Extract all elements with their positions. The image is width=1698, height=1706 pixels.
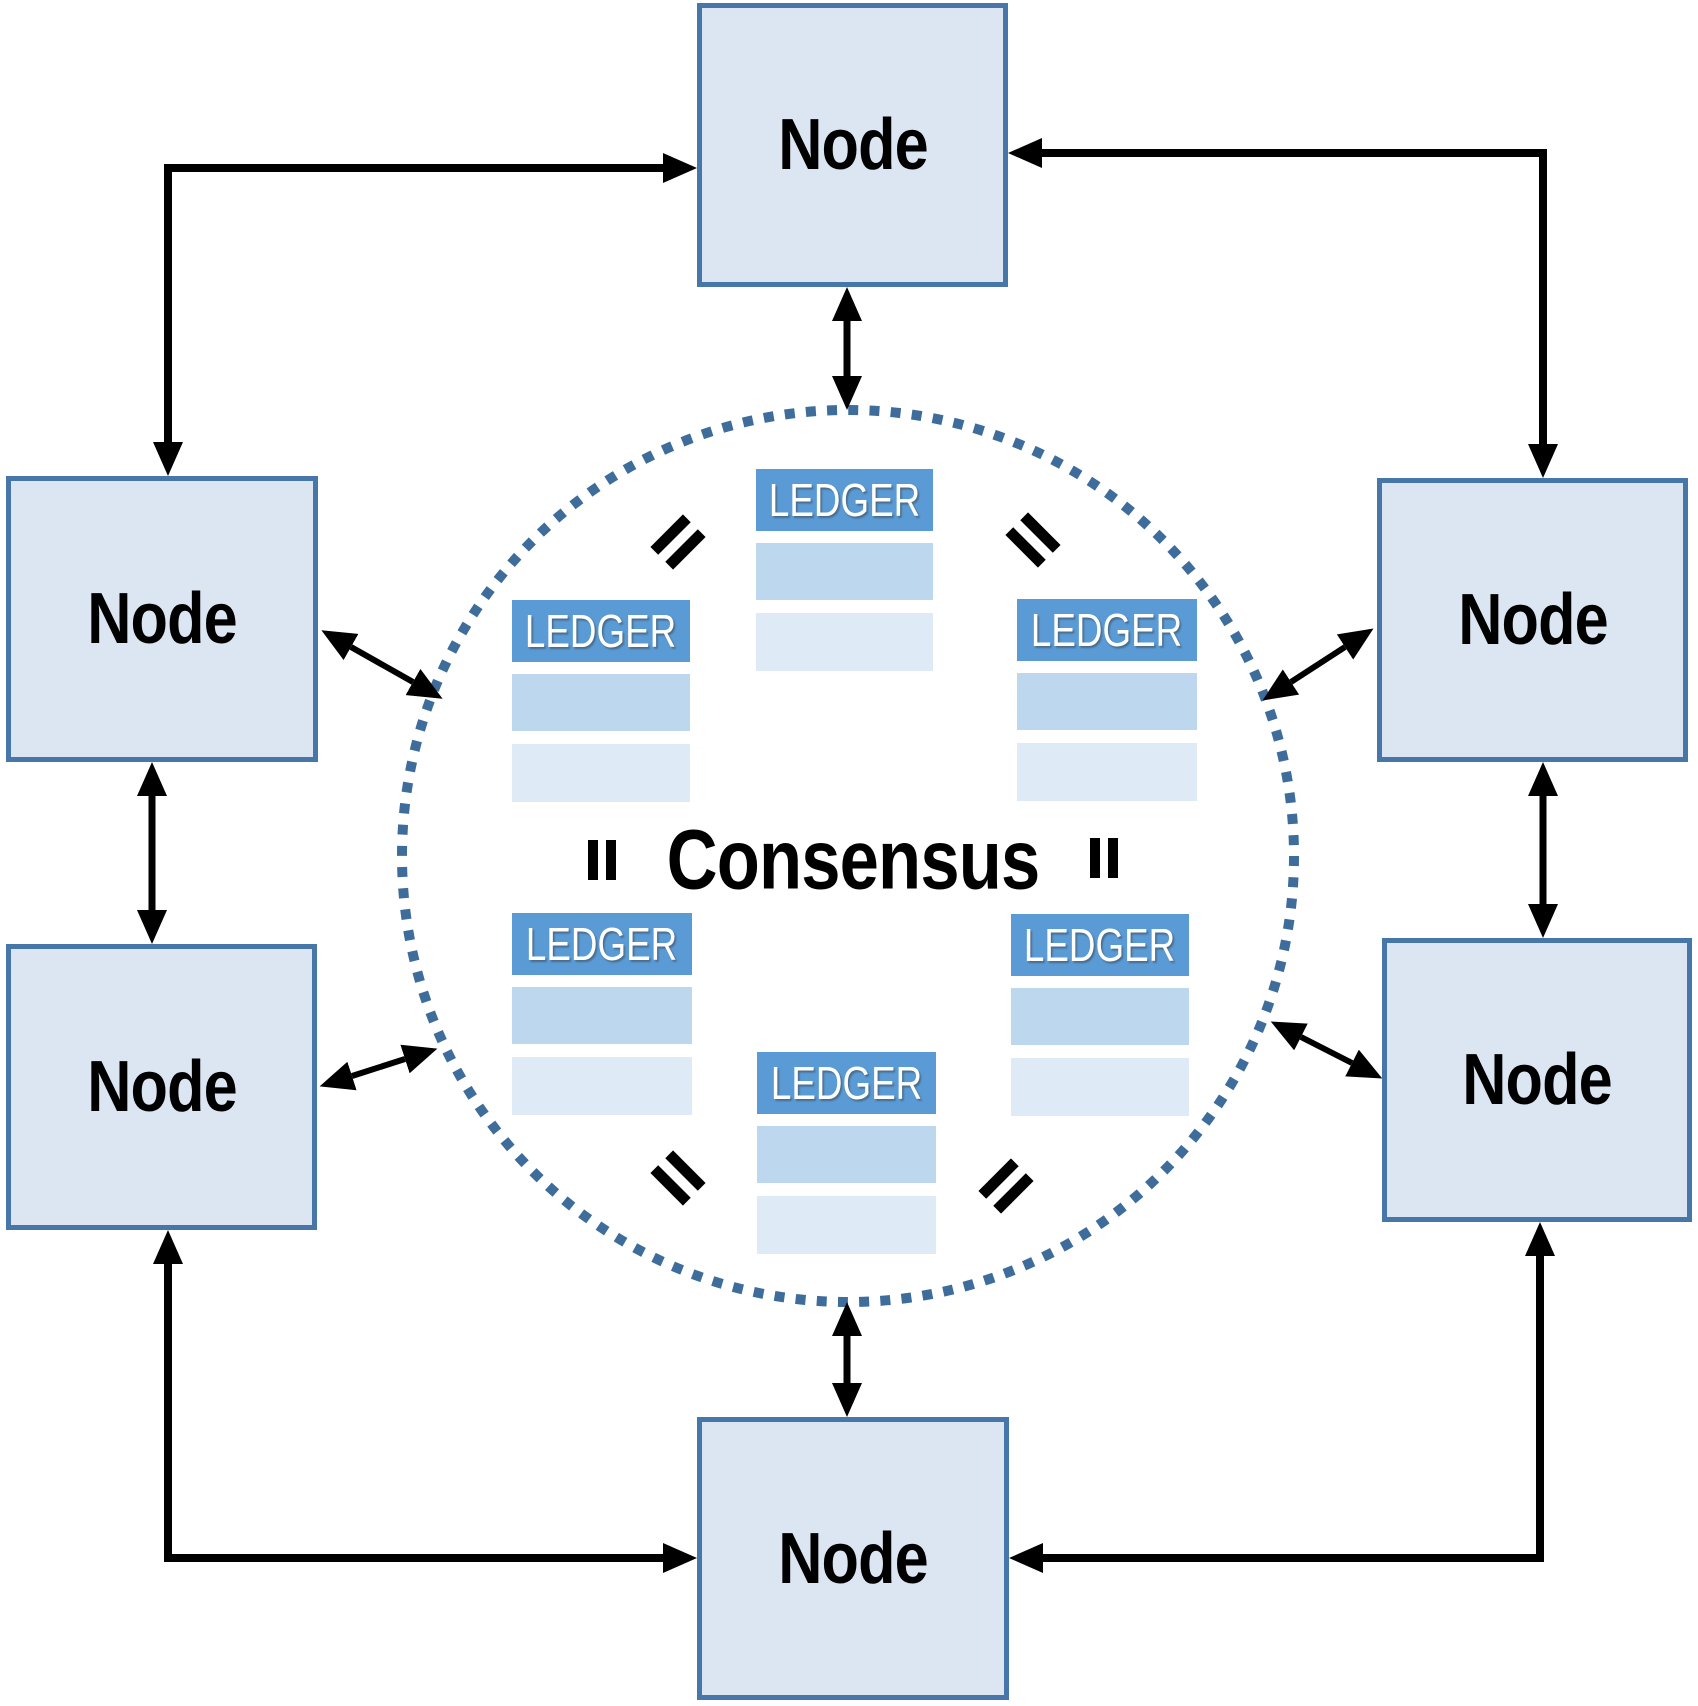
- ledger-lower-right: LEDGER: [1011, 914, 1189, 1129]
- equals-icon-mid-left: [588, 840, 616, 880]
- ledger-upper-left: LEDGER: [512, 600, 690, 815]
- ledger-title: LEDGER: [1031, 604, 1183, 656]
- node-label: Node: [1457, 580, 1608, 660]
- arrow-upper-right-node-to-circle: [1262, 628, 1374, 701]
- arrow-elbow-bottom-right: [1009, 1222, 1555, 1573]
- ledger-header: LEDGER: [756, 469, 933, 531]
- ledger-lower-left: LEDGER: [512, 913, 692, 1128]
- node-left-lower: Node: [6, 944, 317, 1230]
- ledger-row: [756, 613, 933, 671]
- ledger-row: [1017, 673, 1197, 730]
- ledger-row: [512, 744, 690, 802]
- ledger-upper-right: LEDGER: [1017, 599, 1197, 814]
- node-left-upper: Node: [6, 476, 318, 762]
- node-right-lower: Node: [1382, 938, 1692, 1222]
- equals-icon-bottom-left: [650, 1150, 705, 1205]
- node-top: Node: [697, 3, 1008, 287]
- ledger-title: LEDGER: [768, 474, 921, 526]
- equals-icon-mid-right: [1090, 838, 1118, 878]
- arrow-lower-left-node-to-circle: [319, 1044, 438, 1091]
- node-label: Node: [87, 579, 237, 659]
- arrow-elbow-top-right: [1008, 138, 1558, 478]
- ledger-top: LEDGER: [756, 469, 933, 684]
- ledger-header: LEDGER: [1017, 599, 1197, 661]
- ledger-row: [1017, 743, 1197, 801]
- ledger-title: LEDGER: [1024, 919, 1176, 971]
- ledger-row: [512, 1057, 692, 1115]
- equals-icon-bottom-right: [978, 1158, 1033, 1213]
- node-label: Node: [778, 1518, 928, 1599]
- equals-icon-top-right: [1005, 512, 1060, 567]
- ledger-title: LEDGER: [770, 1057, 923, 1109]
- ledger-bottom: LEDGER: [757, 1052, 936, 1267]
- ledger-row: [757, 1196, 936, 1254]
- arrow-upper-left-node-to-circle: [321, 630, 443, 699]
- equals-icon-top-left: [650, 514, 705, 569]
- ledger-header: LEDGER: [512, 913, 692, 975]
- ledger-row: [756, 543, 933, 600]
- arrow-elbow-top-left: [153, 153, 697, 476]
- ledger-row: [512, 674, 690, 731]
- node-right-upper: Node: [1377, 478, 1688, 762]
- ledger-row: [512, 987, 692, 1044]
- ledger-title: LEDGER: [526, 918, 678, 970]
- arrow-elbow-bottom-left: [153, 1230, 697, 1573]
- ledger-row: [757, 1126, 936, 1183]
- ledger-row: [1011, 1058, 1189, 1116]
- node-bottom: Node: [697, 1417, 1009, 1700]
- ledger-title: LEDGER: [525, 605, 677, 657]
- consensus-title: Consensus: [666, 812, 1041, 907]
- ledger-row: [1011, 988, 1189, 1045]
- ledger-header: LEDGER: [757, 1052, 936, 1114]
- node-label: Node: [777, 105, 928, 185]
- node-label: Node: [1462, 1040, 1612, 1120]
- node-label: Node: [86, 1047, 237, 1127]
- ledger-header: LEDGER: [1011, 914, 1189, 976]
- ledger-header: LEDGER: [512, 600, 690, 662]
- arrow-lower-right-node-to-circle: [1270, 1021, 1383, 1079]
